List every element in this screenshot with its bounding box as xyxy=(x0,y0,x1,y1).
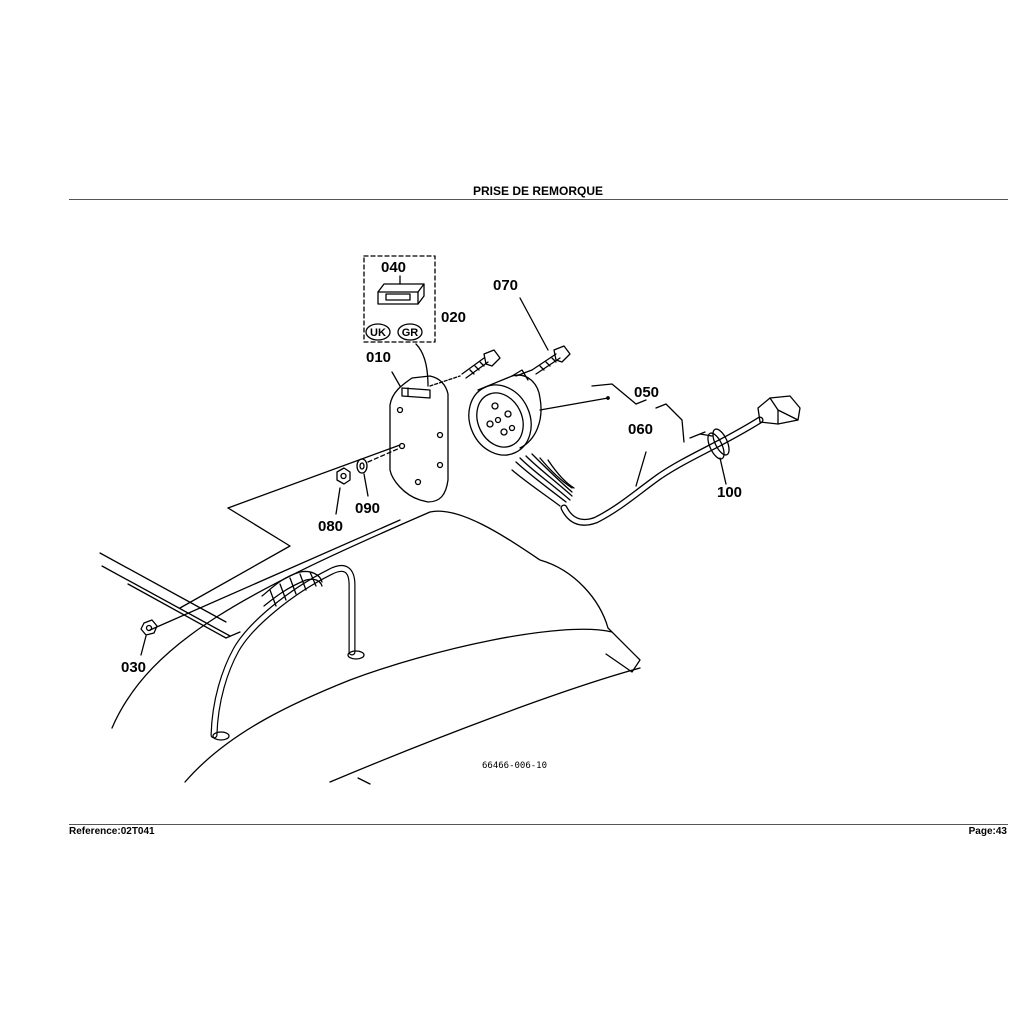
callout-080: 080 xyxy=(318,518,343,535)
grab-rail xyxy=(210,565,365,741)
mounting-plate-010 xyxy=(389,371,449,503)
cable-harness-060 xyxy=(560,416,764,526)
socket-wires xyxy=(511,453,575,507)
nut-080 xyxy=(335,467,351,515)
callout-bracket-050 xyxy=(591,383,685,443)
socket-050 xyxy=(468,369,610,456)
clamp-100 xyxy=(689,428,730,485)
fender-body xyxy=(99,510,641,785)
kit-040-box xyxy=(363,255,436,387)
page-number: Page:43 xyxy=(968,826,1007,837)
header-divider xyxy=(69,199,1008,200)
callout-090: 090 xyxy=(355,500,380,517)
gr-mark: GR xyxy=(402,327,419,339)
bolt-020 xyxy=(429,349,501,387)
reference-label: Reference:02T041 xyxy=(69,826,155,837)
footer-divider xyxy=(69,824,1008,825)
callout-010: 010 xyxy=(366,349,391,366)
washer-090 xyxy=(356,447,401,497)
callout-030: 030 xyxy=(121,659,146,676)
page-title: PRISE DE REMORQUE xyxy=(472,184,604,198)
assembly-guide-lines xyxy=(149,444,401,631)
callout-040: 040 xyxy=(381,259,406,276)
gr-badge xyxy=(397,323,423,341)
plug-connector xyxy=(757,395,801,425)
uk-mark: UK xyxy=(370,327,386,339)
nut-030 xyxy=(140,619,158,656)
drawing-code: 66466-006-10 xyxy=(482,761,547,771)
bolt-070 xyxy=(515,345,571,377)
callout-020: 020 xyxy=(441,309,466,326)
callout-050: 050 xyxy=(634,384,659,401)
callout-070: 070 xyxy=(493,277,518,294)
leader-lines xyxy=(519,297,549,351)
callout-060: 060 xyxy=(628,421,653,438)
callout-100: 100 xyxy=(717,484,742,501)
uk-badge xyxy=(365,323,391,341)
